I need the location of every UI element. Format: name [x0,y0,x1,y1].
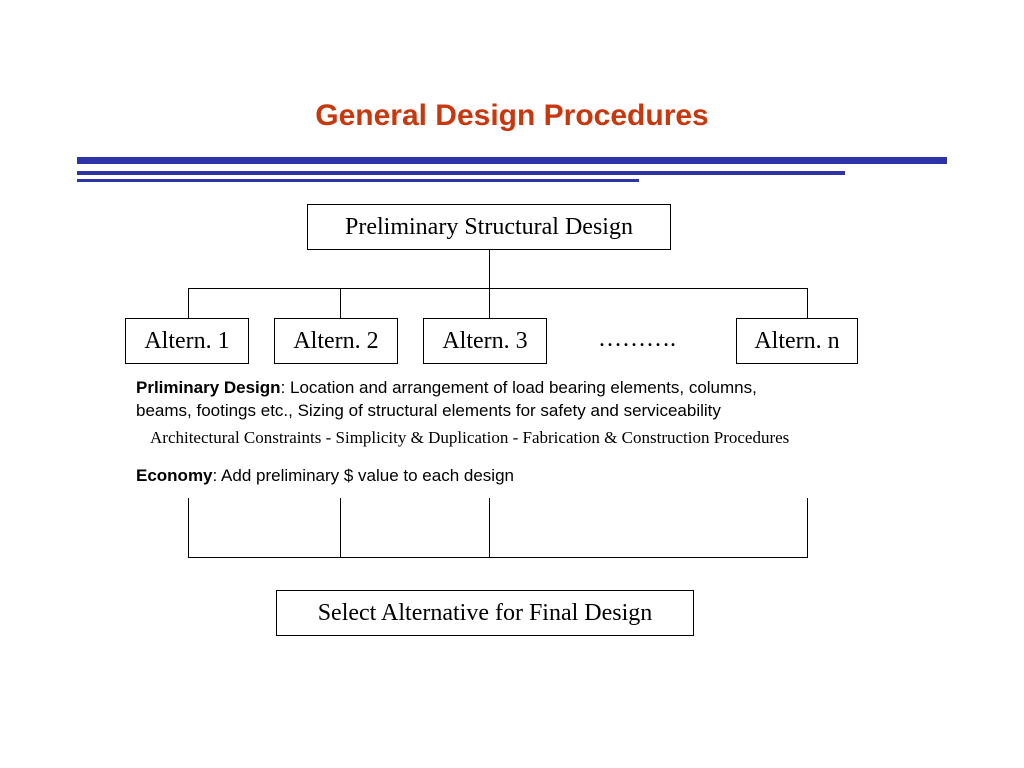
preliminary-design-box: Preliminary Structural Design [307,204,671,250]
alternative-label: Altern. n [754,328,840,354]
connector-drop-alt-2 [340,288,341,318]
connector-drop-alt-3 [489,288,490,318]
final-design-box: Select Alternative for Final Design [276,590,694,636]
page-title: General Design Procedures [315,99,709,132]
preliminary-design-note-line-1: Prliminary Design: Location and arrangem… [136,376,757,399]
connector-rise-alt-1 [188,498,189,558]
economy-note: Economy: Add preliminary $ value to each… [136,464,514,487]
preliminary-design-label: Preliminary Structural Design [345,214,633,240]
alternative-box: Altern. 2 [274,318,398,364]
connector-bottom-bar [188,557,808,558]
alternative-label: Altern. 1 [144,328,230,354]
connector-drop-alt-1 [188,288,189,318]
economy-note-text: : Add preliminary $ value to each design [212,466,514,485]
preliminary-design-note: Prliminary Design: Location and arrangem… [136,376,757,422]
connector-drop-alt-n [807,288,808,318]
constraints-note: Architectural Constraints - Simplicity &… [150,428,790,447]
final-design-label: Select Alternative for Final Design [317,600,653,626]
alternative-box: Altern. n [736,318,858,364]
title-rule-middle [77,171,845,175]
preliminary-design-note-label: Prliminary Design [136,378,281,397]
title-rule-top [77,157,947,164]
title-rule-bottom [77,179,639,182]
alternative-box: Altern. 3 [423,318,547,364]
connector-top-stem [489,250,490,289]
connector-rise-alt-3 [489,498,490,558]
alternative-box: Altern. 1 [125,318,249,364]
connector-rise-alt-2 [340,498,341,558]
connector-top-bar [188,288,808,289]
alternative-label: Altern. 3 [442,328,528,354]
preliminary-design-note-text-1: : Location and arrangement of load beari… [280,378,757,397]
connector-rise-alt-n [807,498,808,558]
alternative-label: Altern. 2 [293,328,379,354]
economy-note-label: Economy [136,466,213,485]
alternatives-ellipsis: ………. [598,326,676,352]
preliminary-design-note-line-2: beams, footings etc., Sizing of structur… [136,401,721,420]
